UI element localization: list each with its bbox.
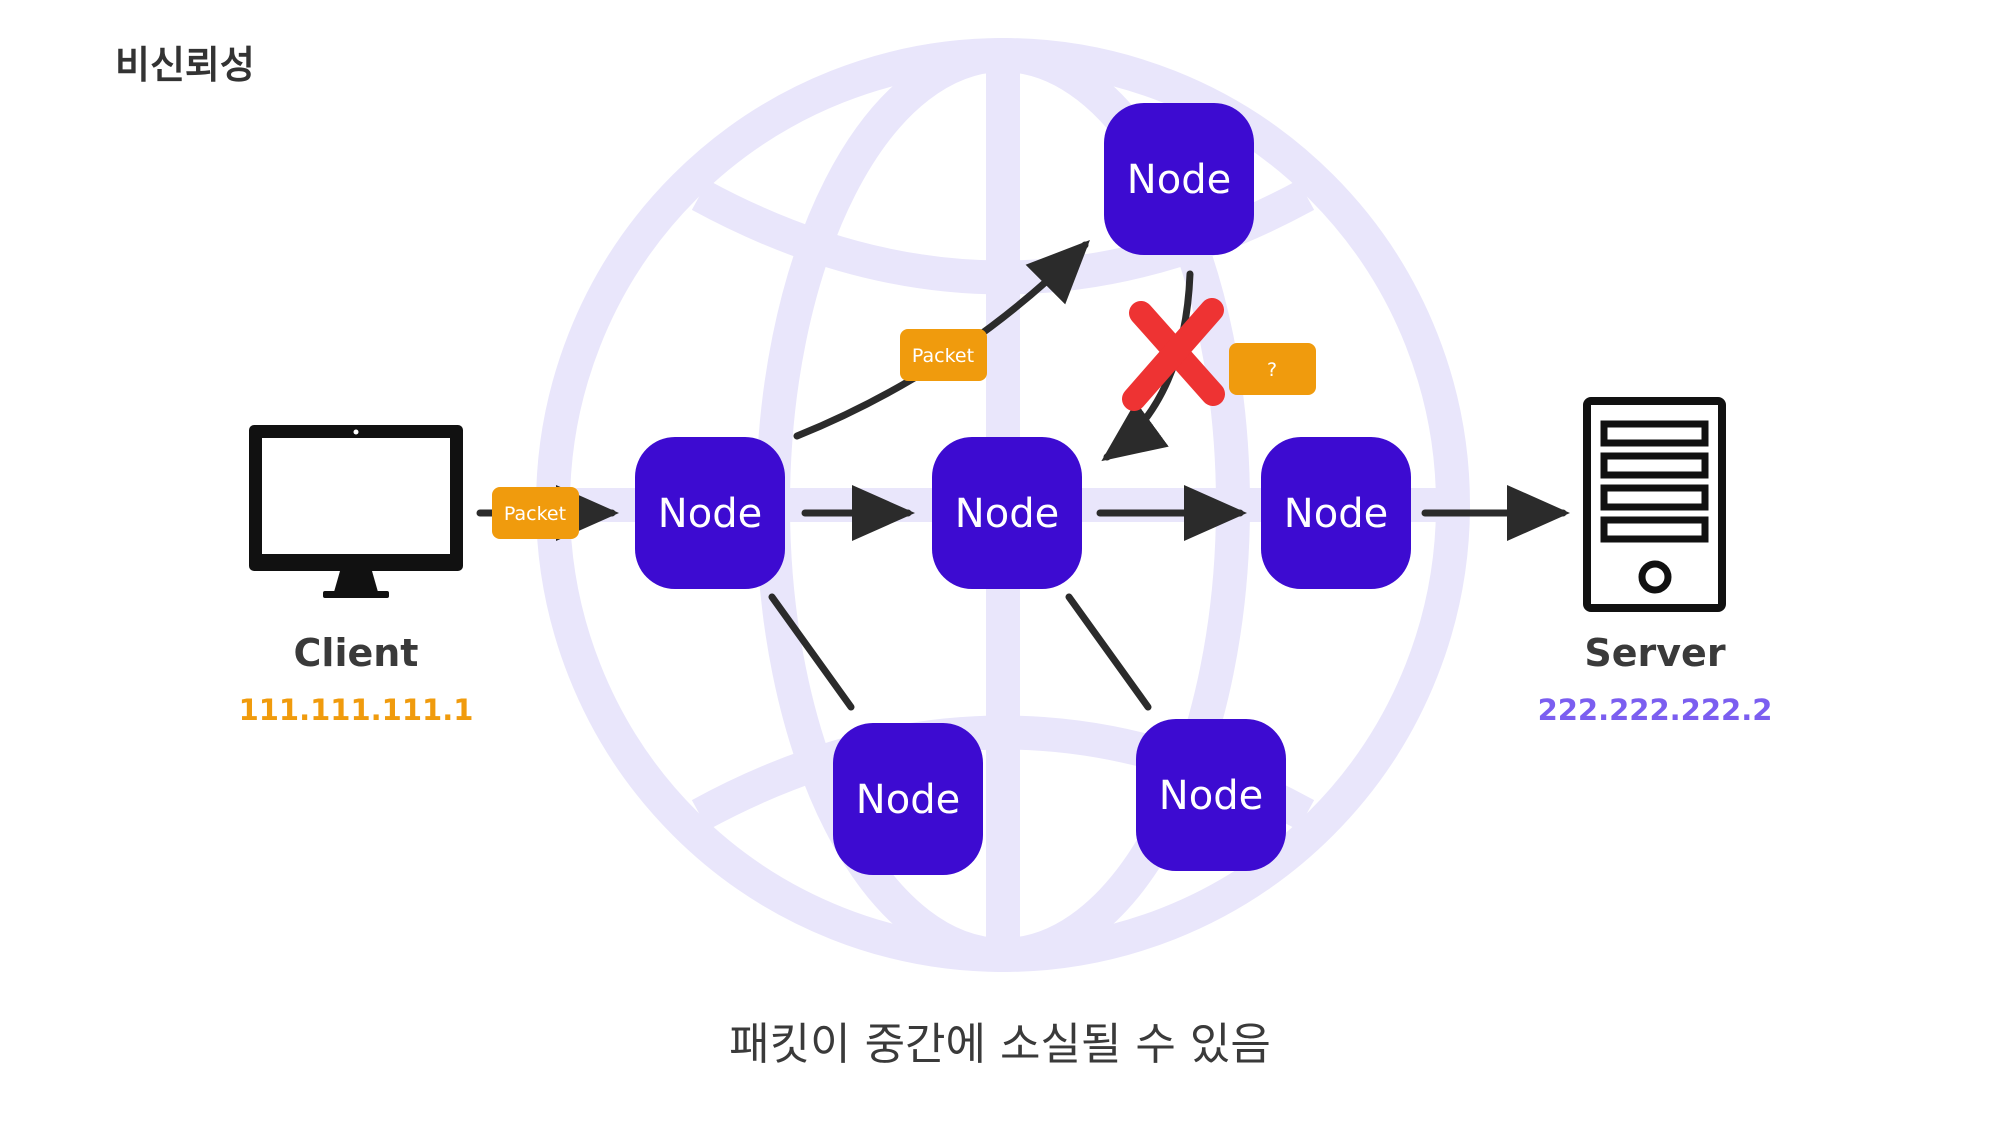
server-label: Server	[1584, 631, 1725, 675]
packet-lost: ?	[1229, 343, 1316, 395]
link-left-to-bottom	[768, 593, 855, 711]
client-label: Client	[294, 631, 419, 675]
svg-text:Node: Node	[1127, 157, 1231, 203]
svg-text:Node: Node	[856, 777, 960, 823]
monitor-icon	[249, 425, 463, 598]
caption: 패킷이 중간에 소실될 수 있음	[729, 1019, 1271, 1070]
server-tower-icon	[1583, 397, 1726, 612]
svg-text:Node: Node	[955, 491, 1059, 537]
server-ip: 222.222.222.2	[1538, 693, 1773, 727]
node-bottom-right: Node	[1136, 719, 1286, 871]
arrow-top-to-center	[1101, 270, 1194, 462]
client-ip: 111.111.111.1	[239, 693, 474, 727]
page-title: 비신뢰성	[115, 43, 255, 87]
svg-text:Node: Node	[1284, 491, 1388, 537]
node-top: Node	[1104, 103, 1254, 255]
node-center: Node	[932, 437, 1082, 589]
svg-text:Packet: Packet	[504, 503, 566, 525]
svg-text:?: ?	[1267, 359, 1277, 381]
svg-text:Packet: Packet	[912, 345, 974, 367]
packet-upper: Packet	[900, 329, 987, 381]
packet-client: Packet	[492, 487, 579, 539]
node-bottom-left: Node	[833, 723, 983, 875]
node-right: Node	[1261, 437, 1411, 589]
node-left: Node	[635, 437, 785, 589]
svg-text:Node: Node	[1159, 773, 1263, 819]
svg-text:Node: Node	[658, 491, 762, 537]
red-x-icon	[1122, 298, 1225, 411]
link-center-to-bottom	[1065, 593, 1152, 711]
